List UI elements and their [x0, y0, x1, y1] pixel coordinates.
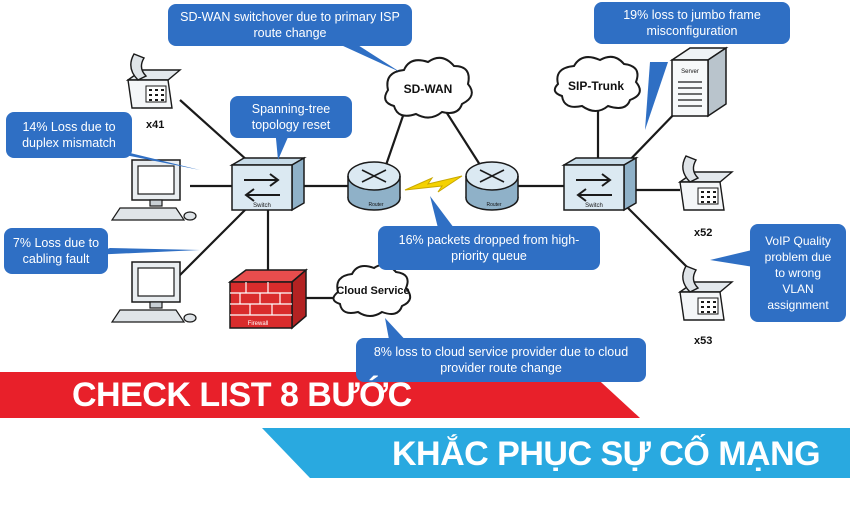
router-left-label: Router — [368, 202, 383, 208]
sip-trunk-label: SIP-Trunk — [568, 79, 624, 93]
link-sdwan-router2 — [444, 109, 483, 169]
links — [174, 99, 691, 300]
callout-cabling-fault: 7% Loss due to cabling fault — [4, 228, 108, 274]
phone-x53-label: x53 — [694, 335, 713, 347]
link-router1-sdwan — [383, 109, 407, 169]
phone-icon — [677, 155, 734, 211]
switch-right-label: Switch — [585, 203, 603, 209]
callout-duplex-mismatch: 14% Loss due to duplex mismatch — [6, 112, 132, 158]
link-server-switch — [624, 107, 681, 166]
callout-voip-vlan: VoIP Quality problem due to wrong VLAN a… — [750, 224, 846, 322]
phone-icon — [125, 53, 182, 109]
phone-x52-label: x52 — [694, 227, 713, 239]
cloud-service-label: Cloud Service — [336, 285, 409, 297]
router-left-icon: Router — [347, 161, 401, 211]
router-right-icon: Router — [465, 161, 519, 211]
link-pc2-switch — [174, 199, 256, 281]
sdwan-label: SD-WAN — [404, 82, 453, 96]
router-right-label: Router — [486, 202, 501, 208]
computer-icon — [110, 159, 197, 221]
callout-priority-queue: 16% packets dropped from high-priority q… — [378, 226, 600, 270]
callout-cloud-provider: 8% loss to cloud service provider due to… — [356, 338, 646, 382]
banner-red-strip — [0, 372, 640, 418]
lightning-icon — [404, 175, 463, 193]
sip-trunk-cloud: SIP-Trunk — [553, 55, 641, 112]
switch-left-label: Switch — [253, 203, 271, 209]
computer-icon — [110, 261, 197, 323]
callout-jumbo-frame: 19% loss to jumbo frame misconfiguration — [594, 2, 790, 44]
banner-title-line2: KHẮC PHỤC SỰ CỐ MẠNG — [392, 435, 821, 473]
link-switch-x53 — [624, 204, 691, 271]
banner-blue-strip — [262, 428, 850, 478]
server-label: Server — [681, 69, 699, 75]
phone-icon — [677, 265, 734, 321]
cloud-service: Cloud Service — [332, 263, 412, 317]
firewall-icon: Firewall — [227, 268, 309, 330]
sdwan-cloud: SD-WAN — [384, 56, 473, 119]
phone-x41-label: x41 — [146, 119, 165, 131]
banner-title-line1: CHECK LIST 8 BƯỚC — [72, 376, 412, 414]
callout-sdwan-switchover: SD-WAN switchover due to primary ISP rou… — [168, 4, 412, 46]
switch-right-icon: Switch — [561, 156, 639, 212]
firewall-label: Firewall — [248, 321, 269, 327]
svg-text:Cloud Service: Cloud Service — [336, 285, 409, 297]
switch-left-icon: Switch — [229, 156, 307, 212]
callout-spanning-tree: Spanning-tree topology reset — [230, 96, 352, 138]
server-icon: Server — [669, 46, 729, 118]
